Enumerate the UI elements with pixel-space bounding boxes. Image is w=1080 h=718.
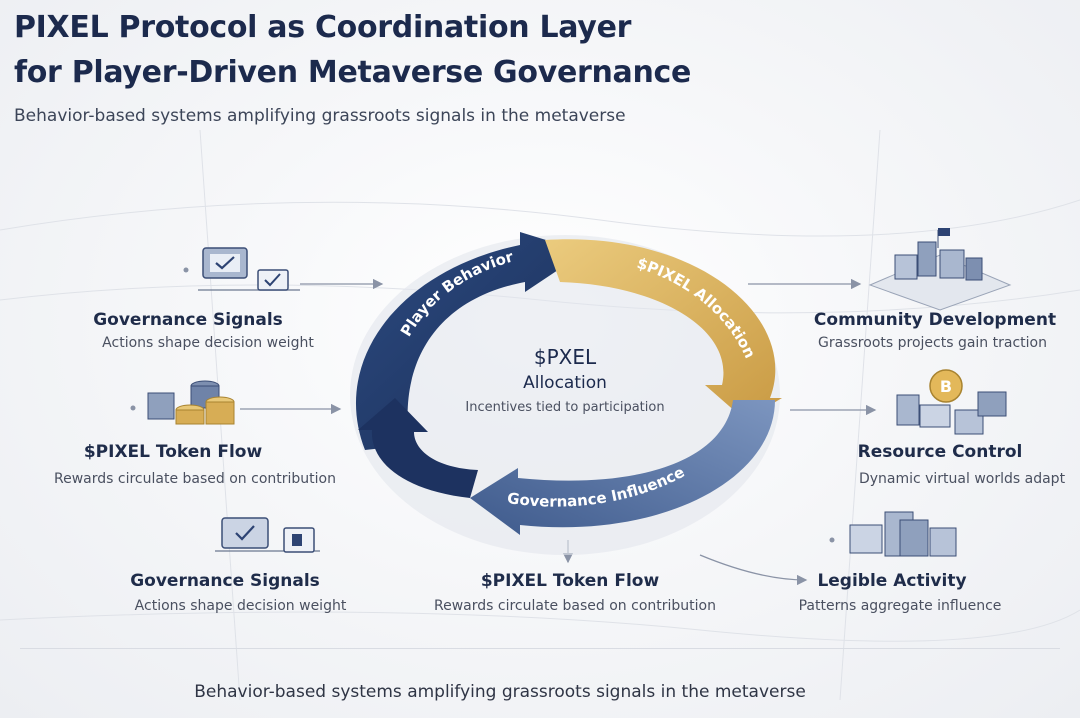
- svg-text:B: B: [940, 377, 952, 396]
- node-token-flow-left-title: $PIXEL Token Flow: [83, 442, 263, 462]
- server-blocks-icon: [829, 511, 957, 557]
- segment-pixel-allocation: [545, 239, 782, 420]
- center-title: $PXEL: [533, 345, 597, 369]
- node-token-flow-left-desc: Rewards circulate based on contribution: [54, 471, 336, 487]
- node-governance-signals-top-desc: Actions shape decision weight: [102, 335, 314, 351]
- segment-return-arrow: [358, 398, 478, 498]
- node-legible-activity-desc: Patterns aggregate influence: [798, 598, 1002, 614]
- city-blocks-icon: [868, 228, 1012, 311]
- page-subtitle: Behavior-based systems amplifying grassr…: [14, 106, 626, 126]
- coin-stack-icon: [130, 380, 235, 425]
- node-resource-control-title: Resource Control: [857, 442, 1023, 462]
- center-subtitle: Allocation: [523, 373, 607, 393]
- connector-legible: [699, 554, 808, 586]
- node-community-development-desc: Grassroots projects gain traction: [818, 335, 1047, 351]
- node-resource-control-desc: Dynamic virtual worlds adapt: [858, 471, 1066, 487]
- footer-text: Behavior-based systems amplifying grassr…: [194, 682, 806, 702]
- node-community-development-title: Community Development: [813, 310, 1057, 330]
- footer-divider: [20, 648, 1060, 649]
- node-legible-activity-title: Legible Activity: [817, 571, 967, 591]
- node-token-flow-bottom-title: $PIXEL Token Flow: [480, 571, 660, 591]
- node-token-flow-bottom-desc: Rewards circulate based on contribution: [434, 598, 716, 614]
- center-caption: Incentives tied to participation: [465, 400, 665, 415]
- page-title-line1: PIXEL Protocol as Coordination Layer: [14, 10, 632, 45]
- checkbox-screens-icon: [183, 247, 300, 291]
- bitcoin-blocks-icon: B: [896, 369, 1007, 435]
- page-title-line2: for Player-Driven Metaverse Governance: [14, 55, 692, 90]
- node-governance-signals-top-title: Governance Signals: [93, 310, 283, 330]
- segment-governance-influence: [470, 400, 775, 535]
- node-governance-signals-bottom-title: Governance Signals: [130, 571, 320, 591]
- node-governance-signals-bottom-desc: Actions shape decision weight: [134, 598, 347, 614]
- segment-player-behavior: [355, 232, 585, 450]
- laptop-document-icon: [215, 517, 320, 553]
